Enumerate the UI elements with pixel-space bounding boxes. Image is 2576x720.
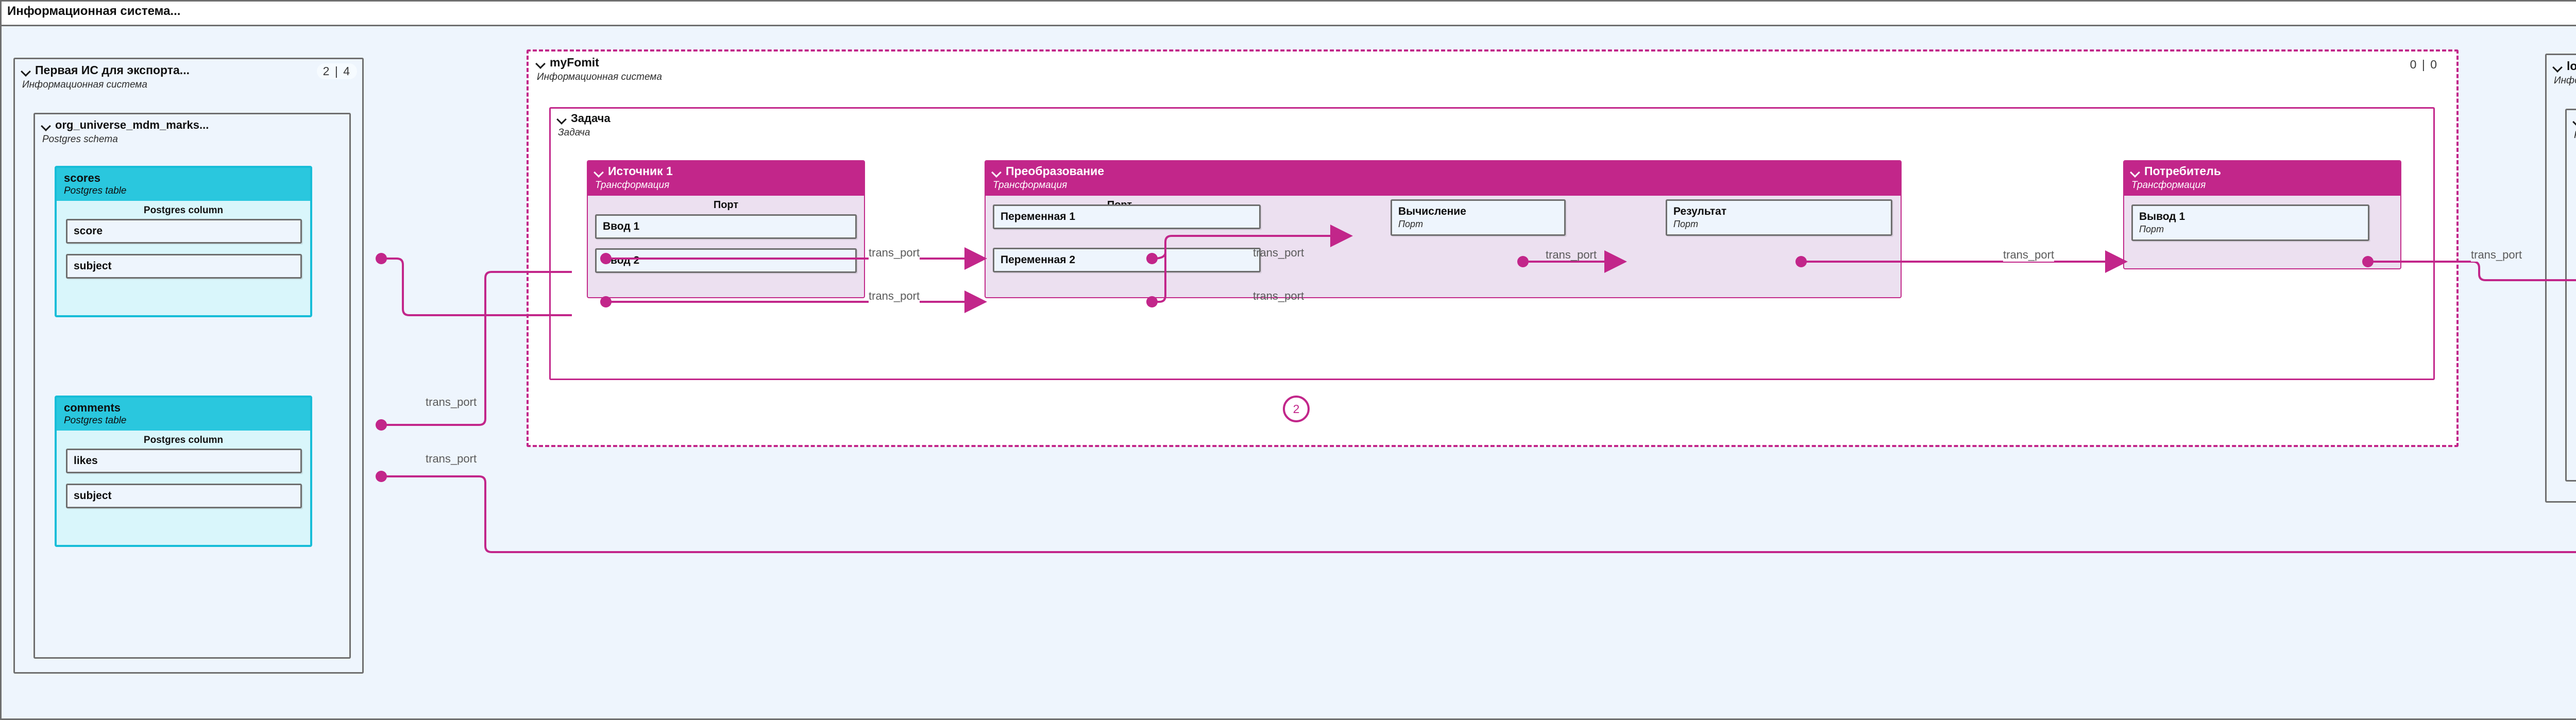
edge-label-trans-port: trans_port [1546, 248, 1597, 261]
column-likes[interactable]: likes [66, 449, 302, 474]
schema-header: org_universe_mdm_marks... Postgres schem… [35, 114, 349, 145]
port-vyvod-1[interactable]: Вывод 1 Порт [2131, 204, 2369, 241]
schema-title-row: public [2573, 115, 2576, 127]
table-kind: Postgres table [64, 185, 127, 197]
page-title: Информационная система... [7, 4, 181, 18]
chevron-down-icon[interactable] [2573, 116, 2576, 126]
transformation-header: Потребитель Трансформация [2124, 161, 2400, 196]
table-comments[interactable]: comments Postgres table Postgres column … [55, 396, 312, 547]
chevron-down-icon[interactable] [41, 121, 50, 130]
transformation-name: Источник 1 [608, 164, 673, 178]
chevron-down-icon[interactable] [557, 114, 566, 123]
group-subtitle: Информационная система [22, 79, 147, 90]
schema-title-row: org_universe_mdm_marks... [41, 119, 342, 131]
port-header: Порт [713, 199, 739, 211]
port-name: Вычисление [1398, 205, 1466, 217]
transformation-header: Источник 1 Трансформация [588, 161, 864, 196]
edge-label-trans-port: trans_port [426, 396, 477, 409]
column-header: Postgres column [143, 205, 224, 216]
table-kind: Postgres table [64, 415, 127, 426]
port-vychislenie[interactable]: Вычисление Порт [1391, 199, 1566, 236]
task-title-row: Задача [557, 113, 2426, 124]
port-rezultat[interactable]: Результат Порт [1666, 199, 1892, 236]
task-subtitle: Задача [558, 127, 590, 138]
port-name: Результат [1673, 205, 1727, 217]
group-title: Первая ИС для экспорта... [35, 63, 190, 77]
port-name: Вывод 1 [2139, 211, 2185, 222]
column-score[interactable]: score [66, 219, 302, 244]
group-header: local_test_is Информационная система [2547, 55, 2576, 87]
transformation-istochnik-1[interactable]: Источник 1 Трансформация Порт Ввод 1 Вво… [587, 160, 865, 298]
group-title: local_test_is [2567, 59, 2576, 73]
port-vvod-2[interactable]: Ввод 2 [595, 248, 857, 273]
schema-subtitle: Postgres schema [42, 134, 118, 145]
column-subject[interactable]: subject [66, 254, 302, 279]
edge-bundle-count[interactable]: 2 [1283, 396, 1310, 422]
transformation-kind: Трансформация [595, 180, 670, 191]
edge-label-trans-port: trans_port [2003, 248, 2055, 262]
port-kind: Порт [2139, 224, 2164, 234]
port-peremennaya-2[interactable]: Переменная 2 [993, 248, 1261, 272]
port-kind: Порт [1673, 219, 1699, 229]
chevron-down-icon[interactable] [536, 58, 545, 67]
chevron-down-icon[interactable] [2553, 62, 2562, 71]
edge-label-trans-port: trans_port [2471, 248, 2522, 262]
edge-label-trans-port: trans_port [869, 246, 920, 260]
transformation-title-row: Источник 1 [594, 165, 858, 177]
port-vvod-1[interactable]: Ввод 1 [595, 214, 857, 239]
group-is-right[interactable]: local_test_is Информационная система 2 |… [2545, 54, 2576, 503]
table-header: comments Postgres table [57, 398, 310, 431]
group-title-row: myFomit [536, 57, 2449, 68]
transformation-kind: Трансформация [2131, 180, 2206, 191]
chevron-down-icon[interactable] [2130, 167, 2140, 176]
chevron-down-icon[interactable] [21, 66, 30, 75]
table-name: comments [64, 401, 121, 414]
group-title-row: local_test_is [2553, 60, 2576, 72]
edge-label-trans-port: trans_port [869, 289, 920, 303]
group-count-badge: 0 | 0 [2410, 58, 2438, 71]
group-subtitle: Информационная система [2554, 75, 2576, 86]
task-container[interactable]: Задача Задача Источник 1 Трансформация П… [549, 107, 2435, 380]
group-is-left[interactable]: Первая ИС для экспорта... Информационная… [13, 58, 364, 674]
chevron-down-icon[interactable] [594, 167, 603, 176]
edge-label-trans-port: trans_port [1253, 246, 1304, 259]
transformation-potrebitel[interactable]: Потребитель Трансформация Вывод 1 Порт [2123, 160, 2401, 269]
port-peremennaya-1[interactable]: Переменная 1 [993, 204, 1261, 229]
column-subject[interactable]: subject [66, 484, 302, 509]
transformation-name: Преобразование [1006, 164, 1105, 178]
transformation-kind: Трансформация [993, 180, 1067, 191]
table-header: scores Postgres table [57, 168, 310, 201]
group-is-middle[interactable]: myFomit Информационная система 0 | 0 Зад… [527, 49, 2459, 447]
transformation-name: Потребитель [2144, 164, 2221, 178]
group-header: Первая ИС для экспорта... Информационная… [15, 59, 362, 91]
port-kind: Порт [1398, 219, 1423, 229]
transformation-preobrazovanie[interactable]: Преобразование Трансформация Порт Переме… [985, 160, 1902, 298]
transformation-title-row: Преобразование [992, 165, 1894, 177]
group-subtitle: Информационная система [537, 72, 662, 82]
schema-title: org_universe_mdm_marks... [55, 118, 209, 131]
group-count-badge: 2 | 4 [316, 63, 357, 79]
task-header: Задача Задача [551, 109, 2433, 139]
schema-org-universe[interactable]: org_universe_mdm_marks... Postgres schem… [33, 113, 351, 659]
transformation-title-row: Потребитель [2130, 165, 2394, 177]
table-scores[interactable]: scores Postgres table Postgres column sc… [55, 166, 312, 317]
group-header: myFomit Информационная система [529, 52, 2456, 83]
schema-public[interactable]: public Postgres schema Table_031023 Post… [2565, 109, 2576, 482]
chevron-down-icon[interactable] [992, 167, 1001, 176]
edge-label-trans-port: trans_port [1253, 289, 1304, 302]
task-title: Задача [571, 112, 611, 125]
group-title-row: Первая ИС для экспорта... [21, 64, 355, 76]
schema-header: public Postgres schema [2567, 110, 2576, 141]
column-header: Postgres column [143, 435, 224, 446]
schema-subtitle: Postgres schema [2574, 130, 2576, 141]
edge-label-trans-port: trans_port [426, 452, 477, 466]
transformation-header: Преобразование Трансформация [986, 161, 1901, 196]
group-title: myFomit [550, 56, 599, 69]
table-name: scores [64, 172, 100, 184]
